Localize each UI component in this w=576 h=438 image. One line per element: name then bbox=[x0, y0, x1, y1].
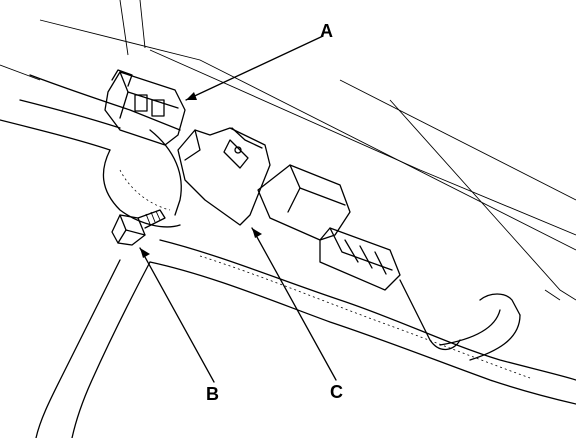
callout-a-label: A bbox=[320, 21, 333, 41]
callout-b-label: B bbox=[206, 384, 219, 404]
callout-c-label: C bbox=[330, 382, 343, 402]
bolt-b bbox=[111, 209, 166, 246]
wire-harness bbox=[0, 74, 576, 438]
arrowhead-b bbox=[140, 248, 150, 258]
body-panel bbox=[0, 0, 576, 301]
arrowhead-a bbox=[186, 92, 197, 100]
connector-a bbox=[104, 69, 186, 146]
connector-bracket bbox=[177, 127, 271, 226]
leader-lines bbox=[139, 35, 337, 383]
arrowhead-c bbox=[252, 228, 262, 238]
connector-c bbox=[257, 164, 401, 291]
